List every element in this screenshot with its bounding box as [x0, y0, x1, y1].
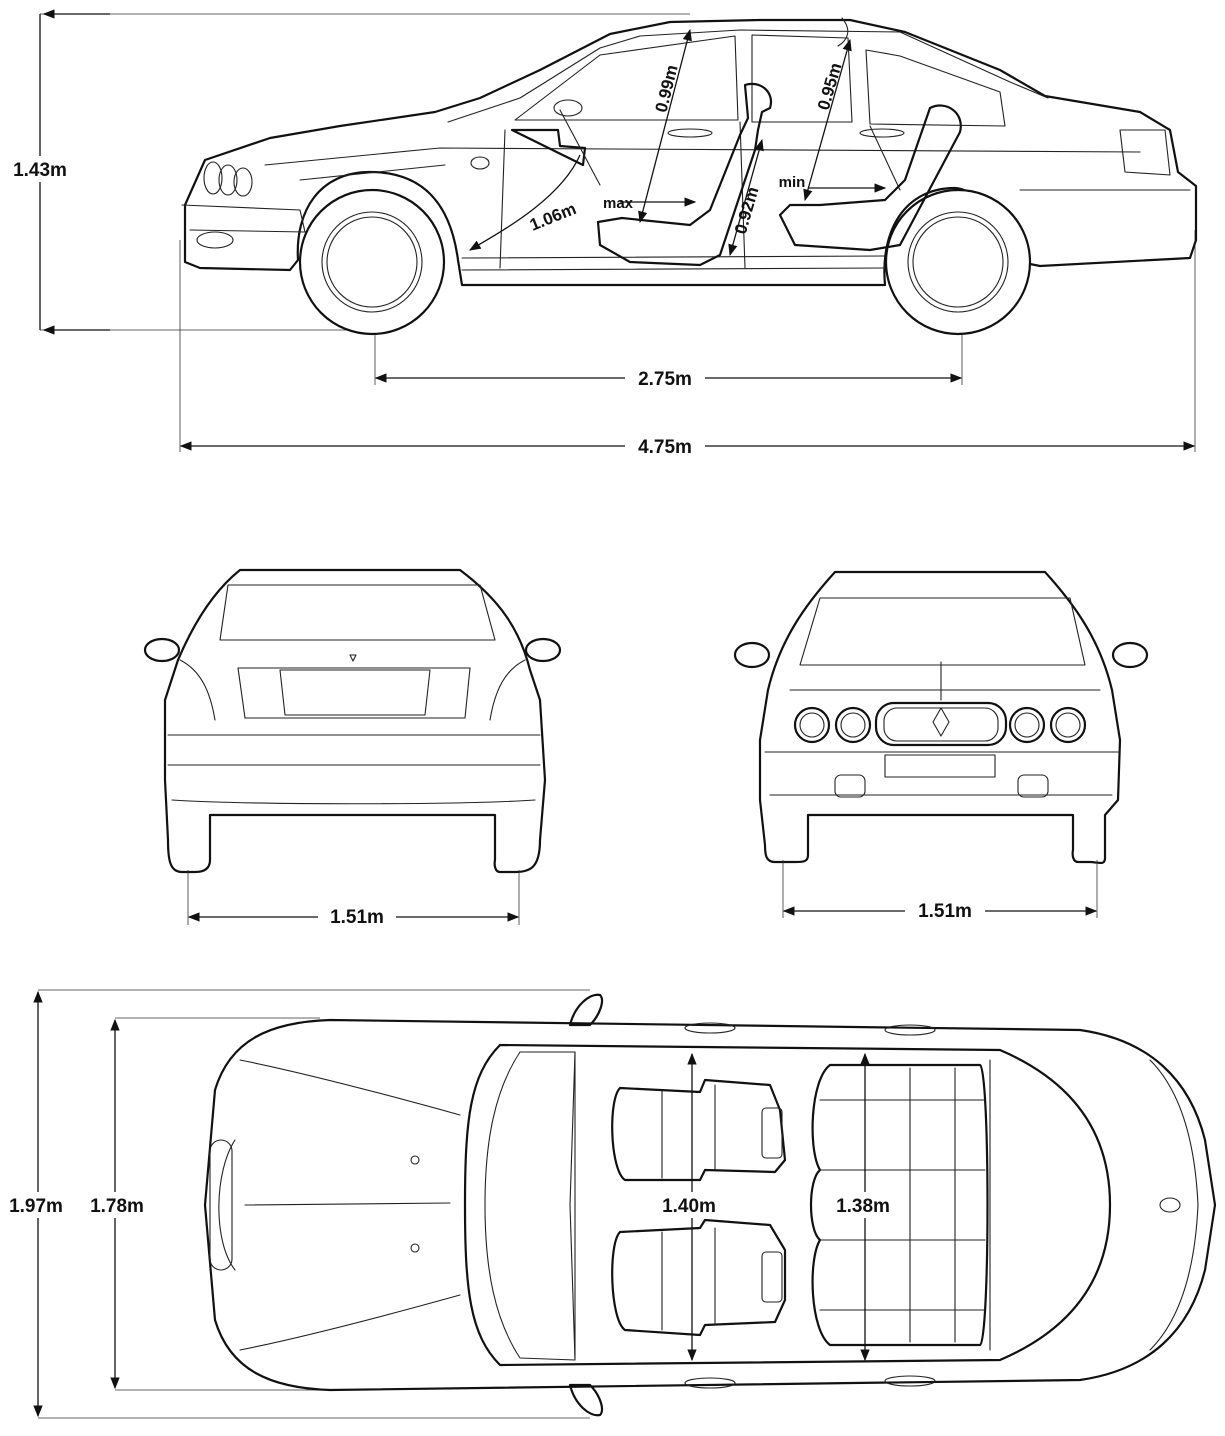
- front-headroom-label: 0.99m: [652, 63, 682, 114]
- front-wheel: [298, 188, 446, 336]
- interior-dimensions: [468, 17, 887, 257]
- rear-right-mirror: [524, 637, 562, 663]
- rear-headroom-label: 0.95m: [814, 61, 846, 113]
- rear-shoulder-label: 1.38m: [836, 1196, 890, 1217]
- front-view: 1.51m: [733, 570, 1149, 923]
- front-right-mirror: [1111, 641, 1149, 669]
- top-front-seats: [611, 1078, 787, 1337]
- top-body-outline: [203, 1018, 1217, 1392]
- front-legroom-label: 1.06m: [527, 199, 579, 235]
- headlamps: [793, 706, 1087, 744]
- side-body-outline: [181, 18, 1198, 287]
- width-body-label: 1.78m: [90, 1196, 144, 1217]
- rear-wheel: [884, 188, 1032, 336]
- seat-max-label: max: [603, 195, 634, 212]
- front-track-label: 1.51m: [918, 901, 972, 922]
- top-right-mirror: [568, 1383, 604, 1417]
- seat-min-label: min: [779, 174, 806, 191]
- front-grille: [874, 661, 1008, 747]
- height-label: 1.43m: [13, 160, 67, 181]
- top-left-mirror: [568, 993, 604, 1027]
- wheelbase-label: 2.75m: [638, 369, 692, 390]
- length-label: 4.75m: [638, 437, 692, 458]
- front-left-mirror: [733, 641, 771, 669]
- rear-view: 1.51m: [143, 568, 562, 929]
- interior-seats: [510, 82, 962, 267]
- rear-track-label: 1.51m: [330, 907, 384, 928]
- front-shoulder-label: 1.40m: [662, 1196, 716, 1217]
- top-view: 1.97m 1.78m 1.40m 1.38m: [0, 989, 1217, 1419]
- width-mirrors-label: 1.97m: [9, 1196, 63, 1217]
- top-rear-bench: [809, 1063, 989, 1347]
- side-view: 1.43m 2.75m 4.75m 1.06m 0.99m 0.95m 0.92…: [2, 9, 1198, 458]
- rear-left-mirror: [143, 637, 181, 663]
